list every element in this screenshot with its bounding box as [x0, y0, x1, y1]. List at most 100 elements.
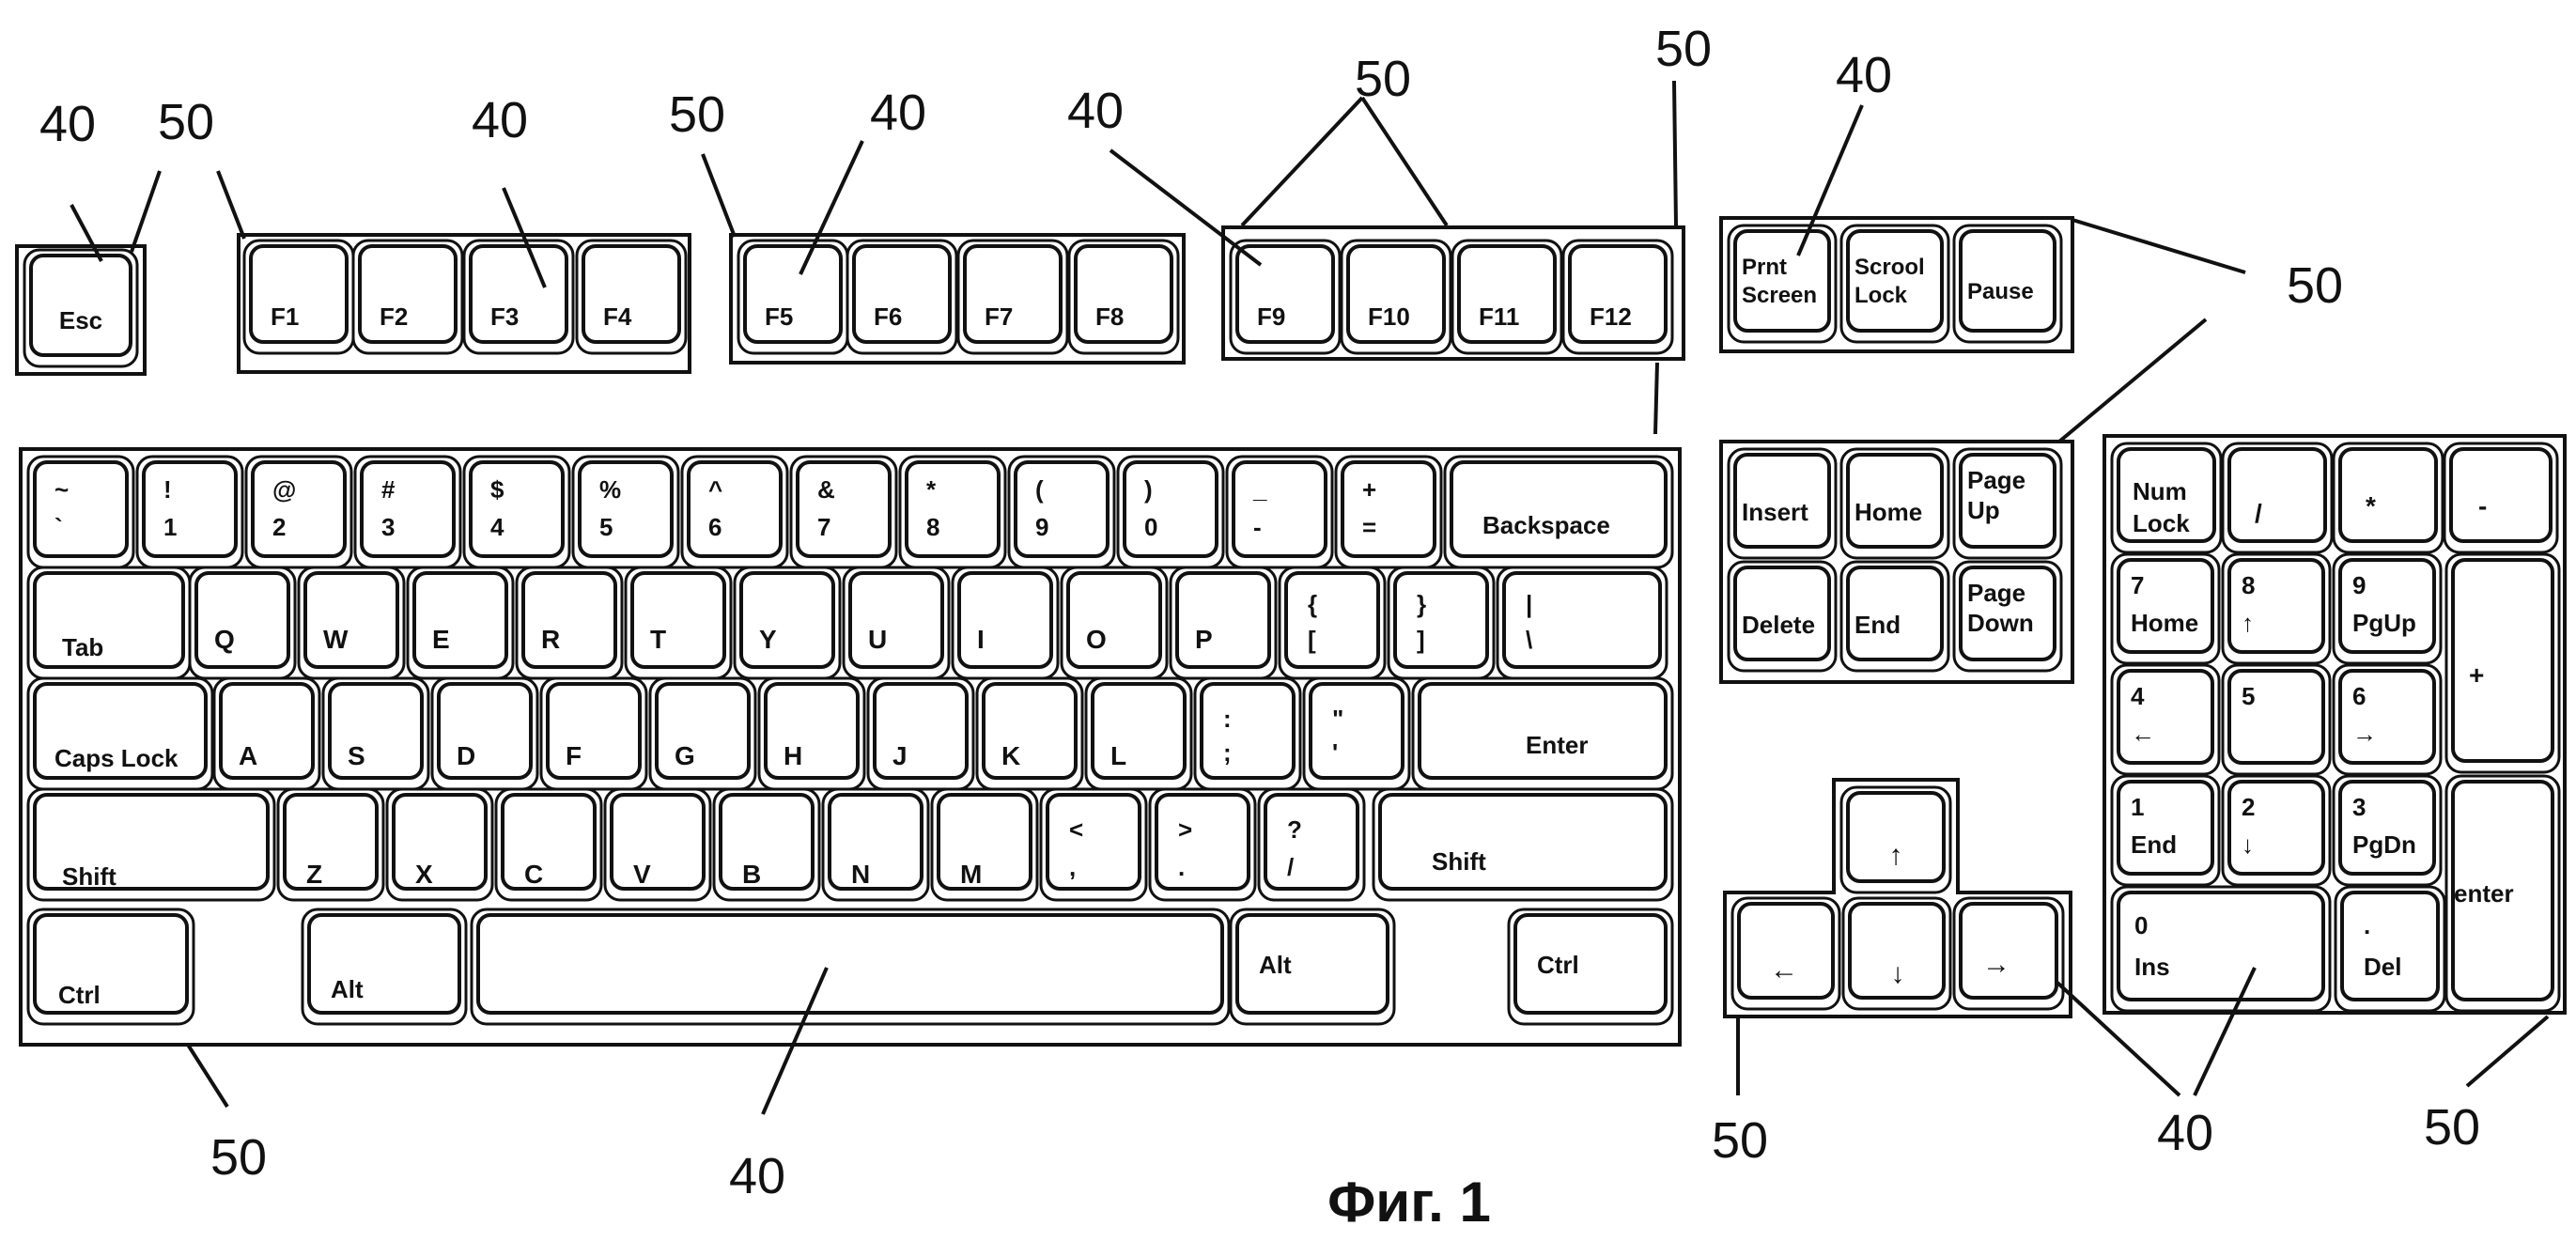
key-f4: F4: [575, 239, 688, 355]
key-label: 7: [817, 513, 830, 541]
key-label: 7: [2131, 571, 2144, 599]
leader-line: [761, 967, 829, 1115]
key-x: X: [385, 787, 494, 902]
key-top: [1418, 682, 1668, 780]
key-label: Z: [306, 860, 322, 889]
key-label: PgUp: [2352, 609, 2416, 637]
key-label: →: [1982, 949, 2010, 980]
key-a: A: [212, 676, 321, 791]
key-label: ?: [1287, 815, 1302, 844]
esc-group-frame: [15, 244, 147, 376]
key-label: W: [323, 625, 349, 654]
key-label: F5: [765, 303, 793, 331]
key-label: Page: [1967, 579, 2025, 607]
key-top: [2451, 780, 2554, 1001]
key-label: 8: [2242, 571, 2255, 599]
key-label: ↓: [2242, 830, 2254, 859]
key-top: [1123, 460, 1218, 558]
f9-f12-group-frame: [1221, 225, 1685, 361]
key-label: H: [784, 741, 802, 770]
key-i: I: [951, 566, 1060, 680]
key-label: Alt: [1259, 951, 1292, 979]
key-label: (: [1035, 475, 1044, 504]
leader-line: [1240, 96, 1364, 227]
leader-line: [216, 170, 246, 240]
key-e: E: [406, 566, 515, 680]
key-f: F: [539, 676, 648, 791]
key-num-9: (9: [1007, 455, 1116, 569]
key-label: ↑: [1889, 840, 1903, 871]
key-top: [764, 682, 860, 780]
key-top: [29, 254, 132, 357]
key-label: J: [892, 741, 908, 770]
key-ctrl-right: Ctrl: [1507, 908, 1674, 1026]
key-f3: F3: [462, 239, 575, 355]
key-label: F7: [985, 303, 1013, 331]
key-label: -: [1253, 513, 1262, 541]
key-label: ,: [1069, 853, 1076, 881]
key-w: W: [297, 566, 406, 680]
callout-50-arrow: 50: [1712, 1112, 1768, 1169]
key-top: [2117, 780, 2214, 876]
leader-line: [2056, 981, 2181, 1097]
key-label: 6: [2352, 682, 2366, 710]
key-top: [1959, 453, 2056, 549]
key-home: Home: [1839, 447, 1950, 560]
key-g: G: [648, 676, 757, 791]
key-top: [719, 793, 815, 891]
key-f1: F1: [242, 239, 355, 355]
key-label: Home: [2131, 609, 2198, 637]
key-top: [2227, 447, 2327, 543]
key-h: H: [757, 676, 866, 791]
key-label: End: [2131, 830, 2177, 859]
callout-50-f9: 50: [1355, 51, 1411, 107]
key-num-8: *8: [898, 455, 1007, 569]
key-top: [303, 571, 399, 669]
key-top: [743, 244, 843, 344]
key-top: [360, 460, 456, 558]
key-num-2: @2: [244, 455, 353, 569]
leader-line: [2057, 318, 2208, 443]
key-label: [: [1308, 626, 1316, 654]
key-top: [852, 244, 952, 344]
key-f9: F9: [1229, 239, 1342, 355]
key-label: D: [457, 741, 475, 770]
key-numpad-enter: enter: [2444, 774, 2561, 1013]
leader-line: [186, 1043, 229, 1109]
key-top: [1846, 453, 1944, 549]
key-label: Down: [1967, 609, 2034, 637]
key-numpad-multiply: *: [2332, 442, 2444, 554]
key-f6: F6: [846, 239, 958, 355]
key-top: [610, 793, 706, 891]
key-k: K: [975, 676, 1084, 791]
key-label: F11: [1479, 303, 1519, 331]
key-label: ^: [708, 475, 722, 504]
key-top: [1232, 460, 1327, 558]
key-c: C: [494, 787, 603, 902]
key-alt-right: Alt: [1229, 908, 1396, 1026]
key-label: .: [1178, 853, 1185, 881]
key-top: [1393, 571, 1489, 669]
key-label: F8: [1095, 303, 1124, 331]
key-top: [2338, 780, 2436, 876]
key-top: [328, 682, 424, 780]
key-top: [1959, 902, 2058, 1000]
callout-50-main: 50: [210, 1129, 267, 1186]
key-top: [1737, 902, 1835, 1000]
key-label: Num: [2133, 477, 2187, 505]
key-label: enter: [2454, 879, 2514, 908]
key-s: S: [321, 676, 430, 791]
key-u: U: [842, 566, 951, 680]
key-label: Tab: [62, 633, 103, 661]
key-top: [469, 460, 565, 558]
key-label: }: [1417, 590, 1426, 618]
key-label: Caps Lock: [54, 744, 178, 772]
key-label: _: [1252, 475, 1267, 504]
key-right-bracket: }]: [1387, 566, 1496, 680]
key-caps-lock: Caps Lock: [26, 676, 214, 791]
key-num-10: )0: [1116, 455, 1225, 569]
